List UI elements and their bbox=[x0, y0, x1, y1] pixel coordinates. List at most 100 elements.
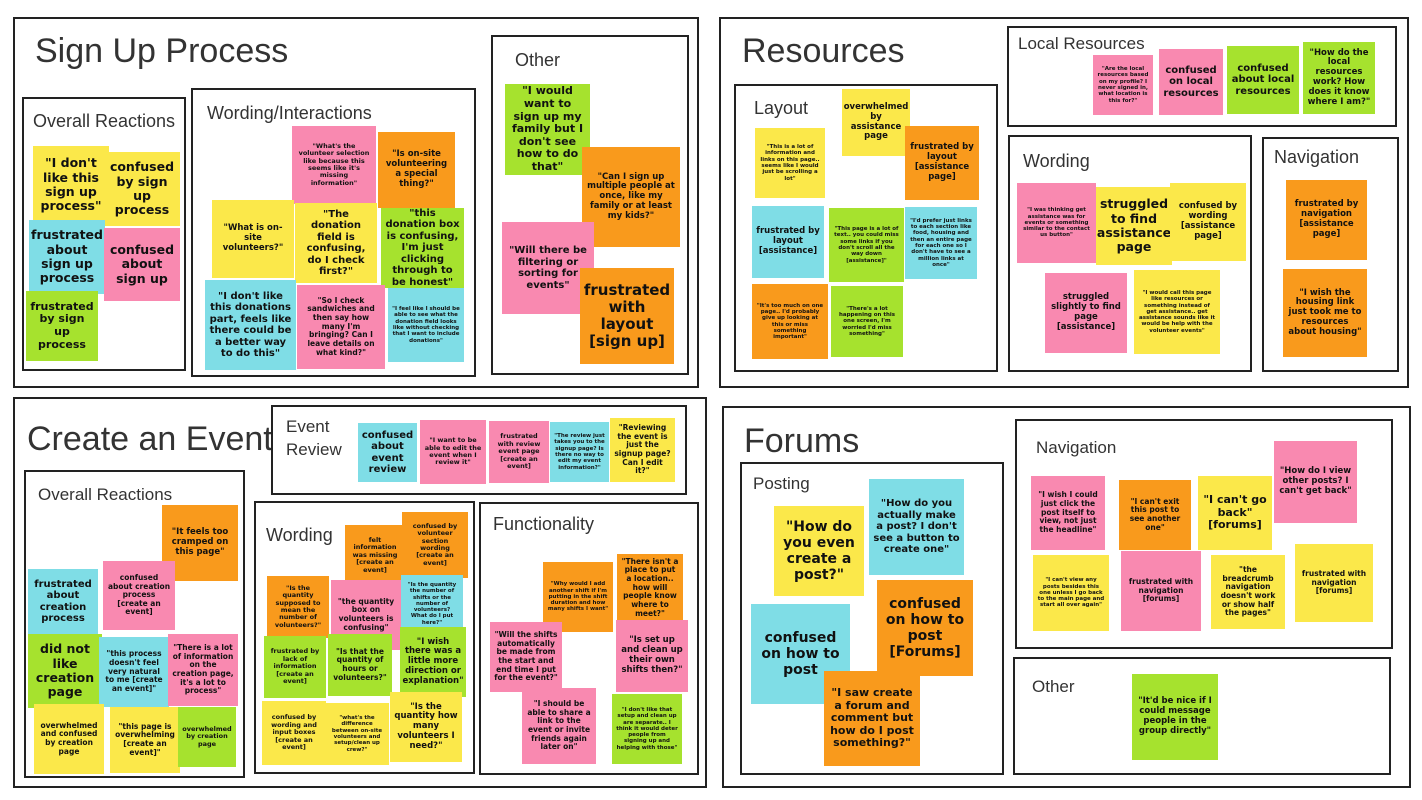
sticky-note: "It'd be nice if I could message people … bbox=[1132, 674, 1218, 760]
sticky-note: "I would want to sign up my family but I… bbox=[505, 84, 590, 175]
create-event-wording-title: Wording bbox=[266, 525, 333, 545]
sticky-note: overwhelmed by creation page bbox=[178, 707, 236, 767]
sticky-note: struggled to find assistance page bbox=[1096, 187, 1172, 265]
sticky-note: frustrated about creation process bbox=[28, 569, 98, 634]
sticky-note: "Why would I add another shift if I'm pu… bbox=[543, 562, 613, 632]
sticky-note: "this page is overwhelming [create an ev… bbox=[110, 707, 180, 773]
sticky-note: confused by wording [assistance page] bbox=[1170, 183, 1246, 261]
sticky-note: "I don't like this donations part, feels… bbox=[205, 280, 296, 370]
sticky-note: "The review just takes you to the signup… bbox=[550, 422, 609, 482]
event-review-title-line1: Event bbox=[286, 417, 330, 436]
sticky-note: confused about sign up bbox=[104, 228, 180, 301]
sticky-note: frustrated with layout [sign up] bbox=[580, 268, 674, 364]
sticky-note: frustrated with navigation [forums] bbox=[1121, 551, 1201, 631]
sign-up-section bbox=[13, 17, 699, 388]
resources-wording-title: Wording bbox=[1023, 151, 1090, 171]
forums-navigation-title: Navigation bbox=[1036, 438, 1117, 457]
sticky-note: overwhelmed by assistance page bbox=[842, 89, 910, 156]
sticky-note: "I'd prefer just links to each section l… bbox=[905, 207, 977, 279]
local-resources-title: Local Resources bbox=[1018, 34, 1145, 53]
sticky-note: "Is on-site volunteering a special thing… bbox=[378, 132, 455, 208]
sticky-note: "Reviewing the event is just the signup … bbox=[610, 418, 675, 482]
sticky-note: did not like creation page bbox=[28, 634, 102, 708]
sign-up-wording-title: Wording/Interactions bbox=[207, 103, 372, 123]
resources-section bbox=[719, 17, 1409, 388]
forums-other-group bbox=[1013, 657, 1391, 775]
sign-up-wording-group bbox=[191, 88, 476, 377]
resources-wording-group bbox=[1008, 135, 1252, 372]
sticky-note: "Is the quantity supposed to mean the nu… bbox=[267, 576, 329, 638]
sticky-note: "I can't exit this post to see another o… bbox=[1119, 480, 1191, 550]
sticky-note: "How do the local resources work? How do… bbox=[1303, 42, 1375, 114]
create-event-title: Create an Event bbox=[27, 420, 273, 458]
create-event-functionality-title: Functionality bbox=[493, 514, 595, 534]
sticky-note: "I wish I could just click the post itse… bbox=[1031, 476, 1105, 550]
create-event-wording-group bbox=[254, 501, 475, 774]
sticky-note: "Is set up and clean up their own shifts… bbox=[616, 620, 688, 692]
forums-other-title: Other bbox=[1032, 677, 1075, 696]
sticky-note: frustrated by navigation [assistance pag… bbox=[1286, 180, 1367, 260]
sticky-note: "I can't go back" [forums] bbox=[1198, 476, 1272, 550]
sticky-note: "the breadcrumb navigation doesn't work … bbox=[1211, 555, 1285, 629]
sticky-note: "Will the shifts automatically be made f… bbox=[490, 622, 562, 692]
event-review-title-line2: Review bbox=[286, 440, 342, 459]
resources-layout-title: Layout bbox=[754, 98, 809, 118]
resources-navigation-group bbox=[1262, 137, 1399, 372]
forums-navigation-group bbox=[1015, 419, 1393, 649]
sticky-note: frustrated by layout [assistance page] bbox=[905, 126, 979, 200]
sticky-note: confused by volunteer section wording [c… bbox=[402, 512, 468, 578]
sticky-note: "I wish there was a little more directio… bbox=[400, 627, 466, 697]
sticky-note: "I wish the housing link just took me to… bbox=[1283, 269, 1367, 357]
sign-up-title: Sign Up Process bbox=[35, 32, 289, 70]
sticky-note: felt information was missing [create an … bbox=[345, 525, 405, 586]
sticky-note: "I want to be able to edit the event whe… bbox=[420, 420, 486, 484]
sticky-note: "I saw create a forum and comment but ho… bbox=[824, 671, 920, 766]
sign-up-other-group bbox=[491, 35, 689, 375]
sticky-note: confused on local resources bbox=[1159, 49, 1223, 115]
sticky-note: "I don't like that setup and clean up ar… bbox=[612, 694, 682, 764]
forums-title: Forums bbox=[744, 422, 860, 460]
sticky-note: "There isn't a place to put a location..… bbox=[617, 554, 683, 622]
resources-navigation-title: Navigation bbox=[1274, 147, 1360, 167]
resources-layout-group bbox=[734, 84, 998, 372]
sticky-note: "Is the quantity how many volunteers I n… bbox=[390, 692, 462, 762]
sticky-note: "I should be able to share a link to the… bbox=[522, 688, 596, 764]
create-event-functionality-group bbox=[479, 502, 699, 775]
create-event-overall-title: Overall Reactions bbox=[38, 485, 173, 504]
sticky-note: "Will there be filtering or sorting for … bbox=[502, 222, 594, 314]
sticky-note: "So I check sandwiches and then say how … bbox=[297, 285, 385, 369]
sticky-note: "How do you even create a post?" bbox=[774, 506, 864, 596]
sticky-note: "Is that the quantity of hours or volunt… bbox=[328, 634, 392, 696]
sticky-note: "Is the quantity the number of shifts or… bbox=[401, 575, 463, 633]
sticky-note: "It's too much on one page.. I'd probabl… bbox=[752, 284, 828, 359]
sticky-note: "I can't view any posts besides this one… bbox=[1033, 555, 1109, 631]
sticky-note: struggled slightly to find page [assista… bbox=[1045, 273, 1127, 353]
sticky-note: "I don't like this sign up process" bbox=[33, 146, 109, 224]
sign-up-other-title: Other bbox=[515, 50, 561, 70]
sticky-note: confused about local resources bbox=[1227, 46, 1299, 114]
sign-up-overall-group bbox=[22, 97, 186, 371]
sticky-note: confused by sign up process bbox=[104, 152, 180, 226]
sticky-note: "What's the volunteer selection like bec… bbox=[292, 126, 376, 204]
sticky-note: confused on how to post [Forums] bbox=[877, 580, 973, 676]
sticky-note: confused by wording and input boxes [cre… bbox=[262, 701, 326, 765]
forums-posting-group bbox=[740, 462, 1004, 775]
sticky-note: "How do you actually make a post? I don'… bbox=[869, 479, 964, 575]
create-event-section bbox=[13, 397, 707, 788]
sticky-note: "I feel like I should be able to see wha… bbox=[388, 288, 464, 362]
sticky-note: frustrated by sign up process bbox=[26, 291, 98, 361]
sticky-note: "Can I sign up multiple people at once, … bbox=[582, 147, 680, 247]
forums-posting-title: Posting bbox=[753, 474, 810, 493]
sticky-note: "Are the local resources based on my pro… bbox=[1093, 55, 1153, 115]
sticky-note: frustrated with navigation [forums] bbox=[1295, 544, 1373, 622]
local-resources-group bbox=[1007, 26, 1397, 127]
sticky-note: "what's the difference between on-site v… bbox=[325, 703, 389, 765]
sticky-note: "There is a lot of information on the cr… bbox=[168, 634, 238, 706]
sticky-note: confused on how to post bbox=[751, 604, 850, 704]
sticky-note: "this donation box is confusing, I'm jus… bbox=[381, 208, 464, 288]
sticky-note: "I was thinking get assistance was for e… bbox=[1017, 183, 1096, 263]
sign-up-overall-title: Overall Reactions bbox=[33, 111, 176, 131]
sticky-note: "this process doesn't feel very natural … bbox=[99, 637, 169, 707]
sticky-note: frustrated with review event page [creat… bbox=[489, 421, 549, 483]
sticky-note: "I would call this page like resources o… bbox=[1134, 270, 1220, 354]
